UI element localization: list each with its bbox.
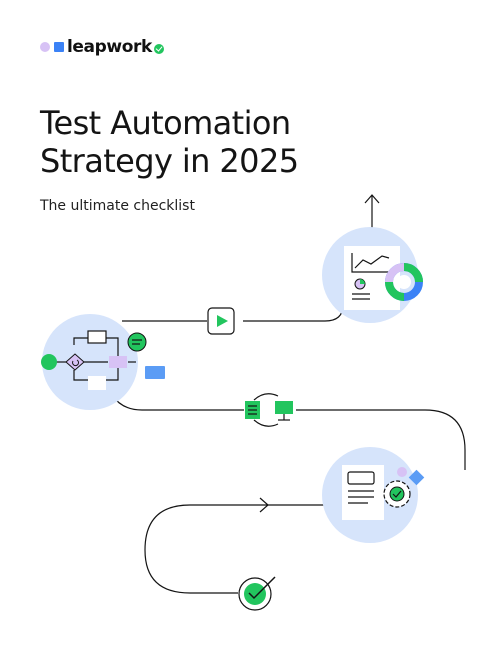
middle-arc-bottom — [253, 419, 279, 427]
line-chart-icon — [351, 253, 392, 273]
logo-check-icon — [153, 44, 164, 54]
middle-arc-top — [253, 393, 279, 401]
page-subtitle: The ultimate checklist — [40, 198, 195, 214]
analytics-node — [322, 227, 423, 323]
logo-wordmark: leapwork — [67, 37, 152, 57]
settings-card — [342, 465, 384, 520]
logo-square — [54, 42, 64, 52]
flowchart-node — [41, 314, 165, 410]
external-node — [145, 366, 165, 379]
checkmark-icon — [238, 576, 276, 611]
decision-node — [65, 353, 85, 371]
accent-dot — [397, 467, 407, 477]
path-middle-right — [296, 409, 466, 470]
checklist-badge-icon — [127, 332, 147, 352]
settings-gear-icon — [383, 480, 411, 508]
loop-icon — [72, 359, 80, 367]
leapwork-logo: leapwork — [40, 36, 164, 58]
monitor-icon — [275, 401, 293, 421]
title-line-1: Test Automation — [40, 104, 291, 142]
process-node — [109, 356, 127, 368]
document-lines-icon — [347, 471, 375, 504]
path-bottom — [144, 504, 330, 594]
title-line-2: Strategy in 2025 — [40, 142, 299, 180]
donut-chart-icon — [385, 263, 423, 301]
pie-chart-icon — [352, 278, 370, 300]
start-node — [41, 354, 57, 370]
settings-node — [322, 447, 425, 543]
right-chevron-icon — [259, 497, 269, 513]
path-middle-left — [111, 394, 244, 411]
document-icon — [245, 401, 260, 419]
path-top-right — [243, 304, 344, 322]
flowchart-icon — [56, 330, 136, 381]
play-button-icon — [207, 307, 235, 335]
page-title: Test Automation Strategy in 2025 — [40, 104, 299, 180]
output-node — [88, 376, 106, 390]
up-arrow-icon — [364, 194, 380, 204]
logo-dot — [40, 42, 50, 52]
